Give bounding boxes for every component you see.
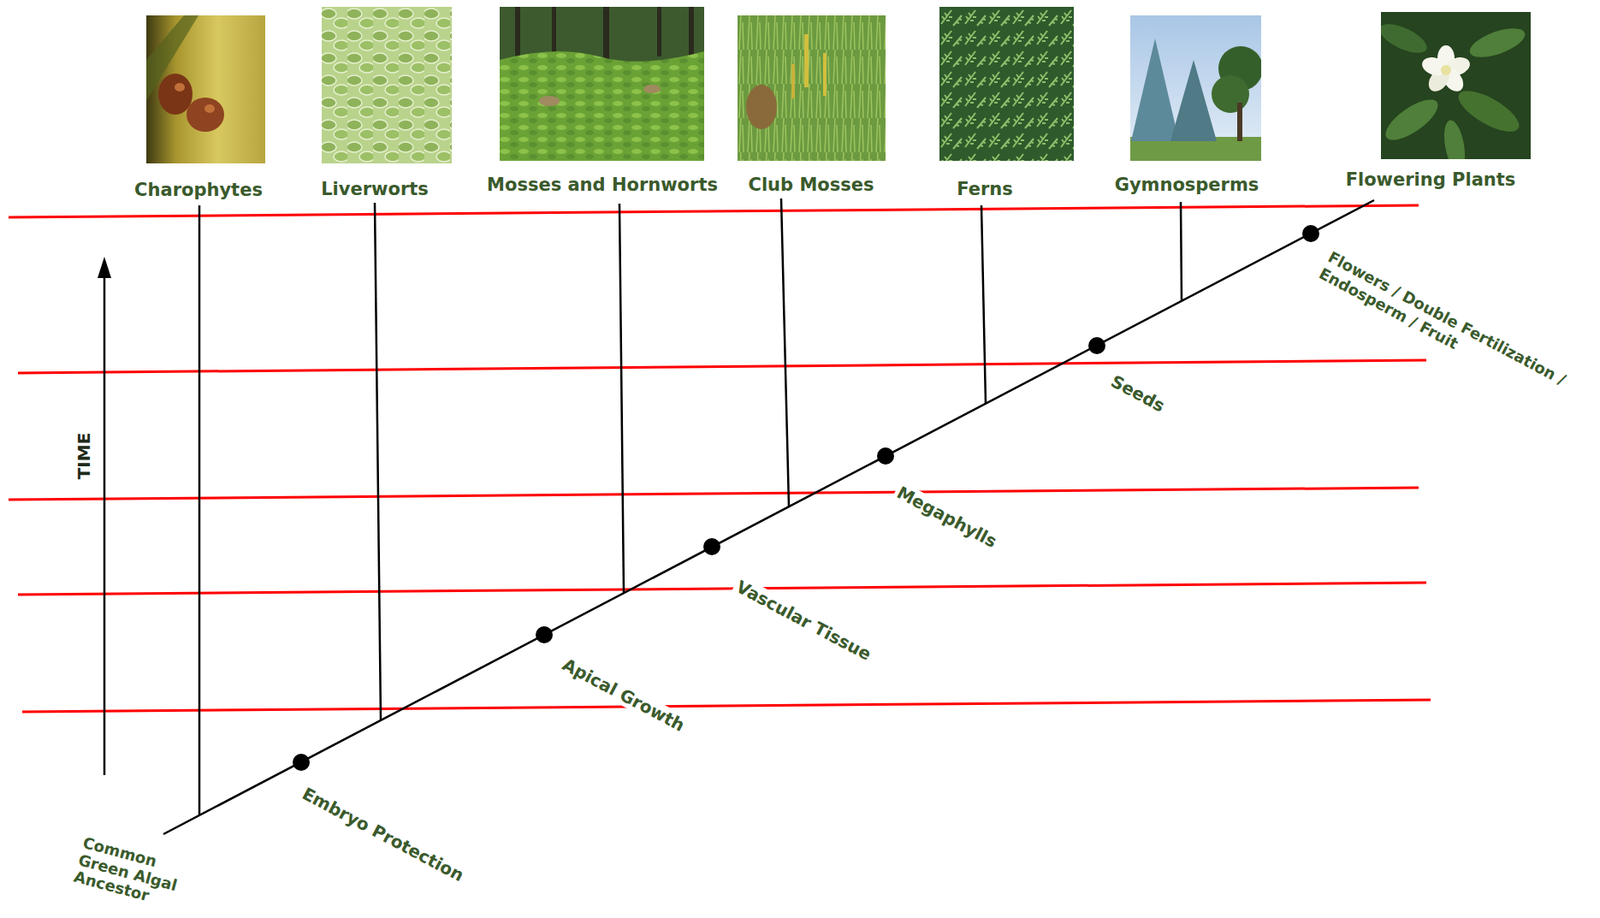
moss-photo bbox=[499, 6, 705, 161]
tree-trunk bbox=[551, 6, 557, 54]
trait-label: Megaphylls bbox=[891, 480, 1003, 553]
branch-line bbox=[1180, 201, 1182, 302]
moss-carpet bbox=[499, 51, 705, 161]
axis-label: TIME bbox=[73, 430, 95, 483]
time-line bbox=[17, 582, 1427, 595]
leaf bbox=[1380, 92, 1445, 148]
soil-patch bbox=[746, 84, 777, 130]
tree-trunk bbox=[1237, 102, 1243, 142]
photo-ground bbox=[737, 15, 886, 161]
trait-dot bbox=[703, 538, 721, 556]
photo-ground bbox=[321, 6, 452, 164]
conifer bbox=[1131, 38, 1180, 142]
leaf bbox=[1466, 22, 1529, 64]
club-moss-photo bbox=[737, 15, 886, 161]
tree-trunk bbox=[688, 6, 694, 59]
charophyte-photo bbox=[146, 15, 266, 164]
clade-name: Club Mosses bbox=[748, 174, 875, 196]
gymnosperm-photo bbox=[1130, 15, 1262, 161]
arrow-head bbox=[97, 256, 112, 279]
leaf bbox=[1380, 17, 1431, 59]
tree-trunk bbox=[515, 6, 521, 59]
liverwort-photo bbox=[321, 6, 452, 164]
main-lineage bbox=[163, 200, 1375, 835]
conifer bbox=[1170, 59, 1217, 142]
time-arrow bbox=[97, 256, 112, 776]
arrow-shaft bbox=[103, 275, 107, 776]
cladogram-lines bbox=[163, 198, 1375, 835]
ancestor-label: Common Green Algal Ancestor bbox=[71, 834, 194, 915]
trait-label: Seeds bbox=[1105, 369, 1171, 418]
tree-trunk bbox=[657, 6, 662, 57]
photo-ground bbox=[146, 15, 266, 164]
leaf bbox=[1440, 118, 1469, 160]
fern-photo bbox=[939, 6, 1074, 161]
clade-name: Liverworts bbox=[320, 178, 429, 201]
clade-name: Gymnosperms bbox=[1114, 174, 1260, 196]
trait-dot bbox=[877, 447, 895, 465]
clade-name: Charophytes bbox=[134, 179, 263, 202]
photo-ground bbox=[939, 6, 1074, 161]
highlight bbox=[204, 104, 215, 113]
highlight bbox=[174, 82, 185, 92]
trait-label: Embryo Protection bbox=[296, 782, 470, 888]
trait-dot bbox=[1302, 225, 1320, 243]
trait-dot bbox=[292, 753, 310, 771]
trait-dots bbox=[292, 225, 1320, 771]
clade-name: Flowering Plants bbox=[1345, 169, 1517, 191]
strobilus bbox=[823, 53, 827, 96]
strobilus bbox=[804, 34, 809, 88]
clade-name: Mosses and Hornworts bbox=[486, 174, 718, 196]
rock bbox=[643, 84, 661, 94]
rock bbox=[539, 95, 560, 107]
time-line bbox=[17, 360, 1427, 374]
tree-crown bbox=[1211, 75, 1250, 113]
leaf bbox=[1452, 82, 1525, 140]
trait-label: Apical Growth bbox=[557, 652, 691, 737]
charophyte-organ bbox=[158, 73, 193, 115]
sky bbox=[1130, 15, 1262, 161]
clade-name: Ferns bbox=[956, 178, 1014, 201]
branch-line bbox=[781, 198, 789, 507]
time-line bbox=[22, 699, 1431, 712]
tree-trunk bbox=[603, 6, 610, 60]
flower-centre bbox=[1440, 65, 1452, 76]
trait-label: Flowers / Double Fertilization / Endospe… bbox=[1314, 246, 1580, 411]
trait-dot bbox=[535, 626, 553, 644]
trait-dot bbox=[1088, 337, 1106, 355]
time-line bbox=[8, 487, 1419, 500]
time-line bbox=[8, 205, 1419, 218]
branch-line bbox=[619, 203, 624, 593]
strobilus bbox=[791, 64, 795, 99]
flower bbox=[1419, 45, 1472, 95]
trait-label: Vascular Tissue bbox=[730, 574, 878, 666]
branch-line bbox=[981, 205, 986, 404]
branch-line bbox=[374, 202, 381, 721]
charophyte-organ bbox=[186, 97, 225, 132]
branch-line bbox=[198, 205, 202, 816]
flowering-plant-photo bbox=[1380, 11, 1531, 160]
